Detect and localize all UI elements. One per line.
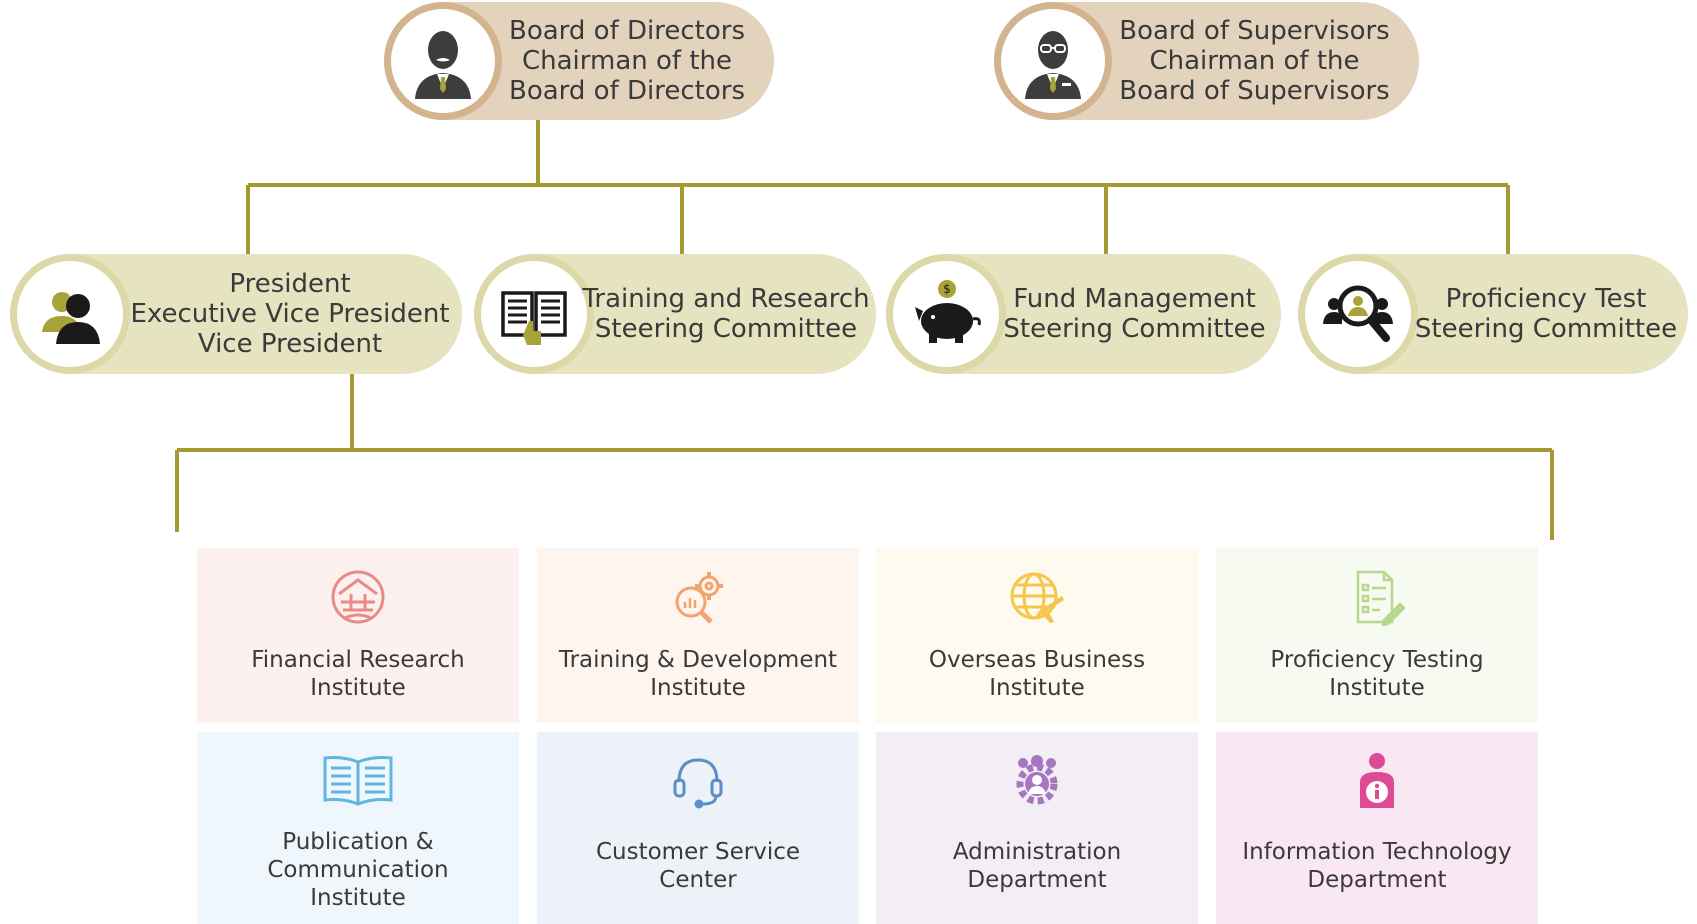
president-line-1: President [229,269,351,299]
businessman-glasses-icon [994,2,1112,120]
department-training-development-text: Training & Development Institute [559,646,837,702]
department-publication-communication-text: Publication & Communication Institute [267,828,448,912]
open-book-icon [319,748,397,814]
department-training-development-line-2: Institute [650,675,746,701]
department-proficiency-testing-line-2: Institute [1329,675,1425,701]
checklist-pencil-icon [1348,564,1406,630]
training-research-committee-node: Training and Research Steering Committee [474,254,876,374]
businessman-icon [384,2,502,120]
headset-icon [669,748,727,814]
training-research-committee-line-1: Training and Research [582,284,870,314]
department-publication-communication-line-1: Publication & [282,829,434,855]
department-overseas-business-line-1: Overseas Business [928,647,1146,673]
department-information-technology-line-2: Department [1307,867,1447,893]
training-research-committee-line-2: Steering Committee [594,314,858,344]
department-financial-research-line-1: Financial Research [251,647,465,673]
department-information-technology-line-1: Information Technology [1242,839,1512,865]
proficiency-test-committee-line-2: Steering Committee [1414,314,1678,344]
department-customer-service-line-2: Center [659,867,737,893]
board-of-directors-line-3: Board of Directors [509,76,745,106]
board-of-supervisors-node: Board of Supervisors Chairman of the Boa… [994,2,1419,120]
users-pair-icon [10,254,130,374]
board-of-directors-line-2: Chairman of the [521,46,733,76]
department-information-technology-text: Information Technology Department [1242,838,1511,894]
globe-building-icon [329,564,387,630]
proficiency-test-committee-text: Proficiency Test Steering Committee [1410,254,1682,374]
department-financial-research-line-2: Institute [310,675,406,701]
president-node: President Executive Vice President Vice … [10,254,462,374]
training-research-committee-text: Training and Research Steering Committee [582,254,869,374]
globe-plane-icon [1008,564,1066,630]
department-publication-communication: Publication & Communication Institute [197,732,519,924]
fund-management-committee-line-1: Fund Management [1013,284,1256,314]
department-proficiency-testing: Proficiency Testing Institute [1216,548,1538,723]
piggy-bank-icon: $ [886,254,1006,374]
proficiency-test-committee-node: Proficiency Test Steering Committee [1298,254,1688,374]
person-info-icon [1348,748,1406,814]
department-overseas-business-line-2: Institute [989,675,1085,701]
board-of-directors-text: Board of Directors Chairman of the Board… [494,2,760,120]
proficiency-test-committee-line-1: Proficiency Test [1445,284,1647,314]
department-administration-line-2: Department [967,867,1107,893]
department-customer-service-line-1: Customer Service [595,839,801,865]
board-of-directors-node: Board of Directors Chairman of the Board… [384,2,774,120]
department-customer-service-text: Customer Service Center [596,838,800,894]
department-information-technology: Information Technology Department [1216,732,1538,924]
president-text: President Executive Vice President Vice … [128,254,452,374]
board-of-supervisors-text: Board of Supervisors Chairman of the Boa… [1104,2,1405,120]
fund-management-committee-text: Fund Management Steering Committee [998,254,1271,374]
chart-gear-icon [669,564,727,630]
department-overseas-business-text: Overseas Business Institute [929,646,1145,702]
president-line-2: Executive Vice President [130,299,450,329]
open-book-pointer-icon [474,254,594,374]
department-administration: Administration Department [876,732,1198,924]
department-customer-service: Customer Service Center [537,732,859,924]
president-line-3: Vice President [197,329,383,359]
department-publication-communication-line-2: Communication [267,857,449,883]
fund-management-committee-line-2: Steering Committee [1003,314,1266,344]
board-of-supervisors-line-3: Board of Supervisors [1119,76,1390,106]
svg-text:$: $ [943,282,951,296]
user-search-icon [1298,254,1418,374]
department-training-development: Training & Development Institute [537,548,859,723]
department-financial-research: Financial Research Institute [197,548,519,723]
department-overseas-business: Overseas Business Institute [876,548,1198,723]
department-training-development-line-1: Training & Development [558,647,838,673]
department-proficiency-testing-text: Proficiency Testing Institute [1270,646,1483,702]
board-of-directors-line-1: Board of Directors [509,16,745,46]
team-gear-icon [1008,748,1066,814]
department-administration-line-1: Administration [952,839,1122,865]
department-financial-research-text: Financial Research Institute [251,646,465,702]
board-of-supervisors-line-2: Chairman of the [1149,46,1360,76]
department-proficiency-testing-line-1: Proficiency Testing [1270,647,1484,673]
board-of-supervisors-line-1: Board of Supervisors [1119,16,1390,46]
fund-management-committee-node: $ Fund Management Steering Committee [886,254,1281,374]
department-publication-communication-line-3: Institute [310,885,406,911]
department-administration-text: Administration Department [953,838,1121,894]
